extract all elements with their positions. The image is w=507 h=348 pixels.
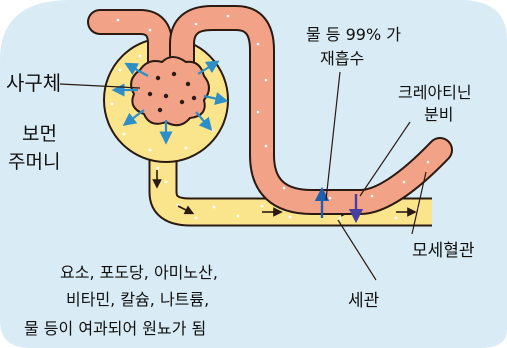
filtrate-text-line1: 요소, 포도당, 아미노산, bbox=[60, 263, 218, 282]
bowman-capsule-label-line1: 보먼 bbox=[22, 123, 57, 145]
reabsorption-label-line1: 물 등 99% 가 bbox=[306, 25, 401, 44]
filtrate-text-line2: 비타민, 칼슘, 나트륨, bbox=[66, 290, 209, 309]
tubule-label: 세관 bbox=[348, 291, 379, 311]
secretion-label-line1: 크레아티닌 bbox=[398, 83, 472, 102]
glomerulus-label: 사구체 bbox=[6, 71, 61, 95]
capillary-label: 모세혈관 bbox=[412, 241, 475, 261]
bowman-capsule-label-line2: 주머니 bbox=[8, 151, 60, 173]
filtrate-text-line3: 물 등이 여과되어 원뇨가 됨 bbox=[24, 319, 206, 338]
reabsorption-label-line2: 재흡수 bbox=[320, 49, 364, 68]
secretion-label-line2: 분비 bbox=[424, 105, 453, 124]
